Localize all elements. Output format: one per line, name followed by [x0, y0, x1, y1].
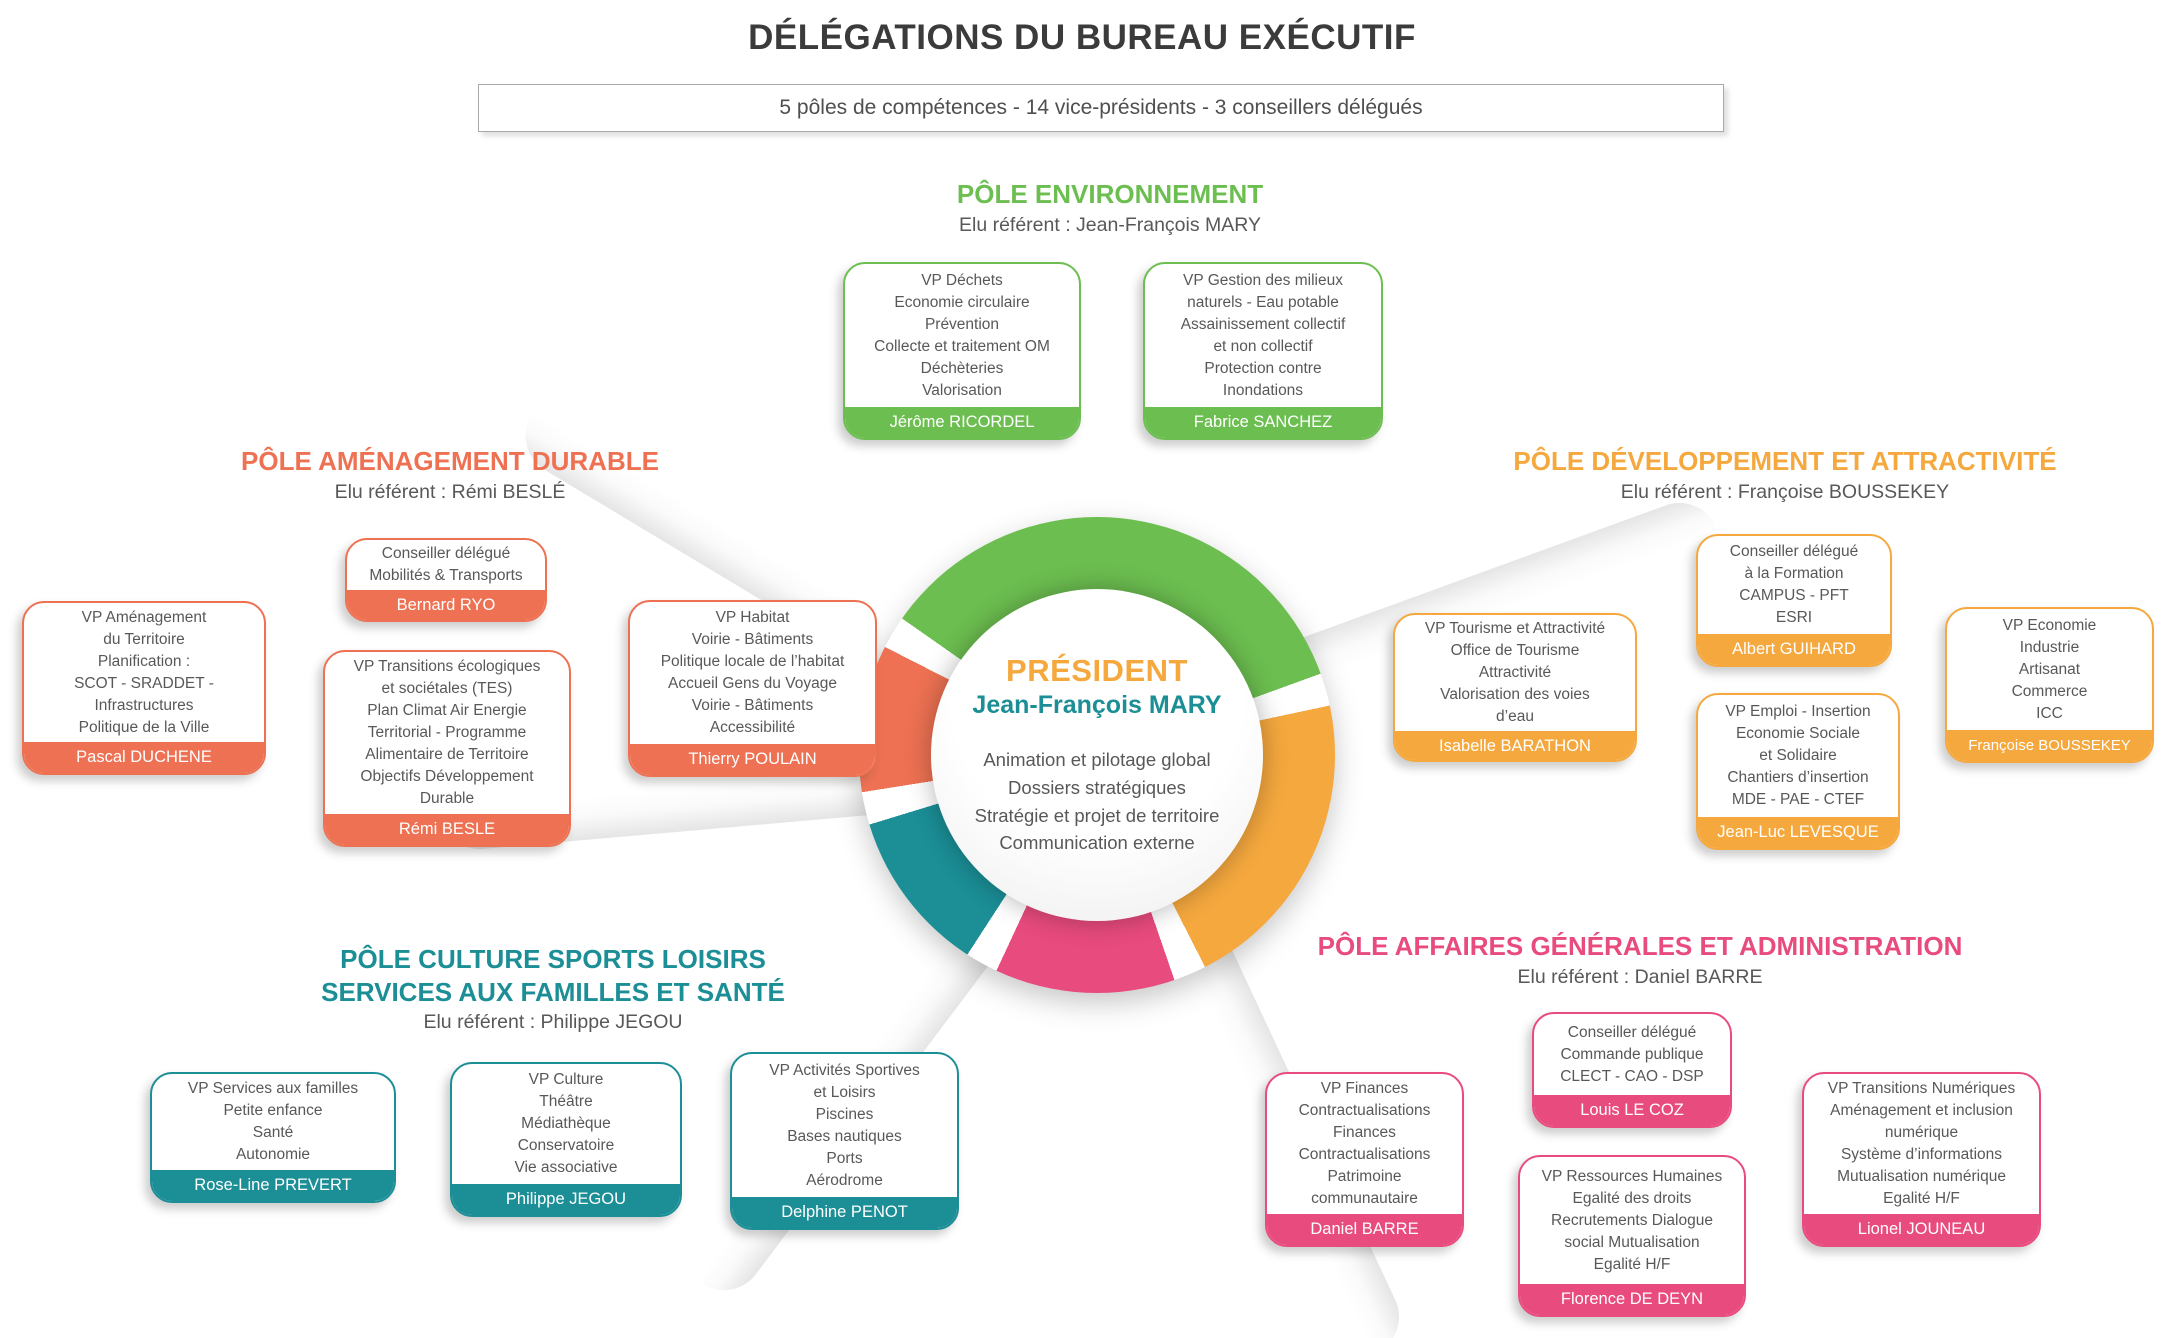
card-name-bar: Lionel JOUNEAU — [1804, 1214, 2039, 1245]
pole-title: PÔLE AFFAIRES GÉNÉRALES ET ADMINISTRATIO… — [1317, 931, 1963, 961]
delegate-card-sanchez: VP Gestion des milieux naturels - Eau po… — [1143, 262, 1383, 440]
delegate-card-lecoz: Conseiller délégué Commande publique CLE… — [1532, 1012, 1732, 1128]
pole-heading-environnement: PÔLE ENVIRONNEMENT Elu référent : Jean-F… — [860, 178, 1360, 237]
pole-referent: Elu référent : Françoise BOUSSEKEY — [1620, 480, 1950, 503]
card-body: VP Culture Théâtre Médiathèque Conservat… — [514, 1071, 618, 1176]
pole-heading-amenagement: PÔLE AMÉNAGEMENT DURABLE Elu référent : … — [150, 445, 750, 504]
delegate-card-jegou: VP Culture Théâtre Médiathèque Conservat… — [450, 1062, 682, 1217]
delegate-card-boussekey: VP Economie Industrie Artisanat Commerce… — [1945, 607, 2154, 763]
card-body: VP Activités Sportives et Loisirs Piscin… — [769, 1061, 920, 1189]
subtitle-box: 5 pôles de compétences - 14 vice-préside… — [478, 84, 1724, 132]
card-name-bar: Louis LE COZ — [1534, 1095, 1730, 1126]
card-body: VP Habitat Voirie - Bâtiments Politique … — [660, 609, 845, 736]
pole-title: PÔLE AMÉNAGEMENT DURABLE — [241, 446, 659, 476]
card-name-bar: Thierry POULAIN — [630, 744, 875, 775]
pole-heading-developpement: PÔLE DÉVELOPPEMENT ET ATTRACTIVITÉ Elu r… — [1435, 445, 2135, 504]
card-body: VP Transitions écologiques et sociétales… — [353, 658, 541, 807]
president-circle: PRÉSIDENT Jean-François MARY Animation e… — [931, 589, 1263, 921]
delegate-card-duchene: VP Aménagement du Territoire Planificati… — [22, 601, 266, 775]
card-body: VP Services aux familles Petite enfance … — [187, 1080, 359, 1163]
delegate-card-levesque: VP Emploi - Insertion Economie Sociale e… — [1696, 693, 1900, 850]
card-body: Conseiller délégué Commande publique CLE… — [1560, 1023, 1704, 1085]
card-body: VP Tourisme et Attractivité Office de To… — [1424, 620, 1606, 725]
pole-heading-culture: PÔLE CULTURE SPORTS LOISIRS SERVICES AUX… — [253, 943, 853, 1034]
card-name-bar: Fabrice SANCHEZ — [1145, 407, 1381, 438]
pole-referent: Elu référent : Jean-François MARY — [958, 213, 1261, 236]
card-name-bar: Jean-Luc LEVESQUE — [1698, 817, 1898, 848]
president-name: Jean-François MARY — [972, 691, 1222, 719]
delegate-card-barre: VP Finances Contractualisations Finances… — [1265, 1072, 1464, 1247]
pole-title: PÔLE ENVIRONNEMENT — [956, 179, 1264, 209]
card-body: VP Aménagement du Territoire Planificati… — [74, 608, 214, 736]
delegate-card-barathon: VP Tourisme et Attractivité Office de To… — [1393, 613, 1637, 762]
page-title: DÉLÉGATIONS DU BUREAU EXÉCUTIF — [748, 18, 1416, 57]
card-body: VP Finances Contractualisations Finances… — [1298, 1080, 1431, 1207]
pole-referent: Elu référent : Daniel BARRE — [1517, 965, 1763, 988]
card-name-bar: Albert GUIHARD — [1698, 634, 1890, 665]
president-role: PRÉSIDENT — [1006, 653, 1188, 688]
card-body: VP Transitions Numériques Aménagement et… — [1827, 1080, 2016, 1207]
card-name-bar: Florence DE DEYN — [1520, 1284, 1744, 1315]
delegate-card-dedeyn: VP Ressources Humaines Egalité des droit… — [1518, 1155, 1746, 1317]
card-body: Conseiller délégué Mobilités & Transport… — [369, 545, 523, 584]
card-body: VP Déchets Economie circulaire Préventio… — [874, 271, 1050, 399]
card-body: Conseiller délégué à la Formation CAMPUS… — [1729, 543, 1859, 626]
delegate-card-ricordel: VP Déchets Economie circulaire Préventio… — [843, 262, 1081, 440]
card-name-bar: Jérôme RICORDEL — [845, 407, 1079, 438]
card-body: VP Ressources Humaines Egalité des droit… — [1541, 1167, 1723, 1273]
pole-heading-affaires: PÔLE AFFAIRES GÉNÉRALES ET ADMINISTRATIO… — [1290, 930, 1990, 989]
card-name-bar: Delphine PENOT — [732, 1197, 957, 1228]
delegate-card-penot: VP Activités Sportives et Loisirs Piscin… — [730, 1052, 959, 1230]
card-name-bar: Isabelle BARATHON — [1395, 731, 1635, 760]
card-name-bar: Rose-Line PREVERT — [152, 1170, 394, 1201]
president-missions: Animation et pilotage global Dossiers st… — [974, 749, 1220, 854]
card-body: VP Economie Industrie Artisanat Commerce… — [2002, 616, 2097, 722]
delegate-card-guihard: Conseiller délégué à la Formation CAMPUS… — [1696, 534, 1892, 667]
card-body: VP Emploi - Insertion Economie Sociale e… — [1725, 703, 1871, 808]
card-name-bar: Philippe JEGOU — [452, 1184, 680, 1215]
delegate-card-besle: VP Transitions écologiques et sociétales… — [323, 650, 571, 847]
card-name-bar: Rémi BESLE — [325, 814, 569, 845]
pole-title: PÔLE CULTURE SPORTS LOISIRS SERVICES AUX… — [321, 944, 785, 1007]
delegate-card-poulain: VP Habitat Voirie - Bâtiments Politique … — [628, 600, 877, 777]
delegate-card-ryo: Conseiller délégué Mobilités & Transport… — [345, 538, 547, 622]
card-name-bar: Françoise BOUSSEKEY — [1947, 730, 2152, 761]
card-name-bar: Pascal DUCHENE — [24, 742, 264, 773]
card-name-bar: Bernard RYO — [347, 590, 545, 620]
subtitle-text: 5 pôles de compétences - 14 vice-préside… — [779, 96, 1423, 119]
pole-referent: Elu référent : Philippe JEGOU — [423, 1011, 683, 1033]
pole-title: PÔLE DÉVELOPPEMENT ET ATTRACTIVITÉ — [1513, 446, 2057, 476]
card-body: VP Gestion des milieux naturels - Eau po… — [1180, 271, 1346, 399]
card-name-bar: Daniel BARRE — [1267, 1214, 1462, 1245]
pole-referent: Elu référent : Rémi BESLÉ — [334, 480, 566, 503]
delegate-card-jouneau: VP Transitions Numériques Aménagement et… — [1802, 1072, 2041, 1247]
delegate-card-prevert: VP Services aux familles Petite enfance … — [150, 1072, 396, 1203]
